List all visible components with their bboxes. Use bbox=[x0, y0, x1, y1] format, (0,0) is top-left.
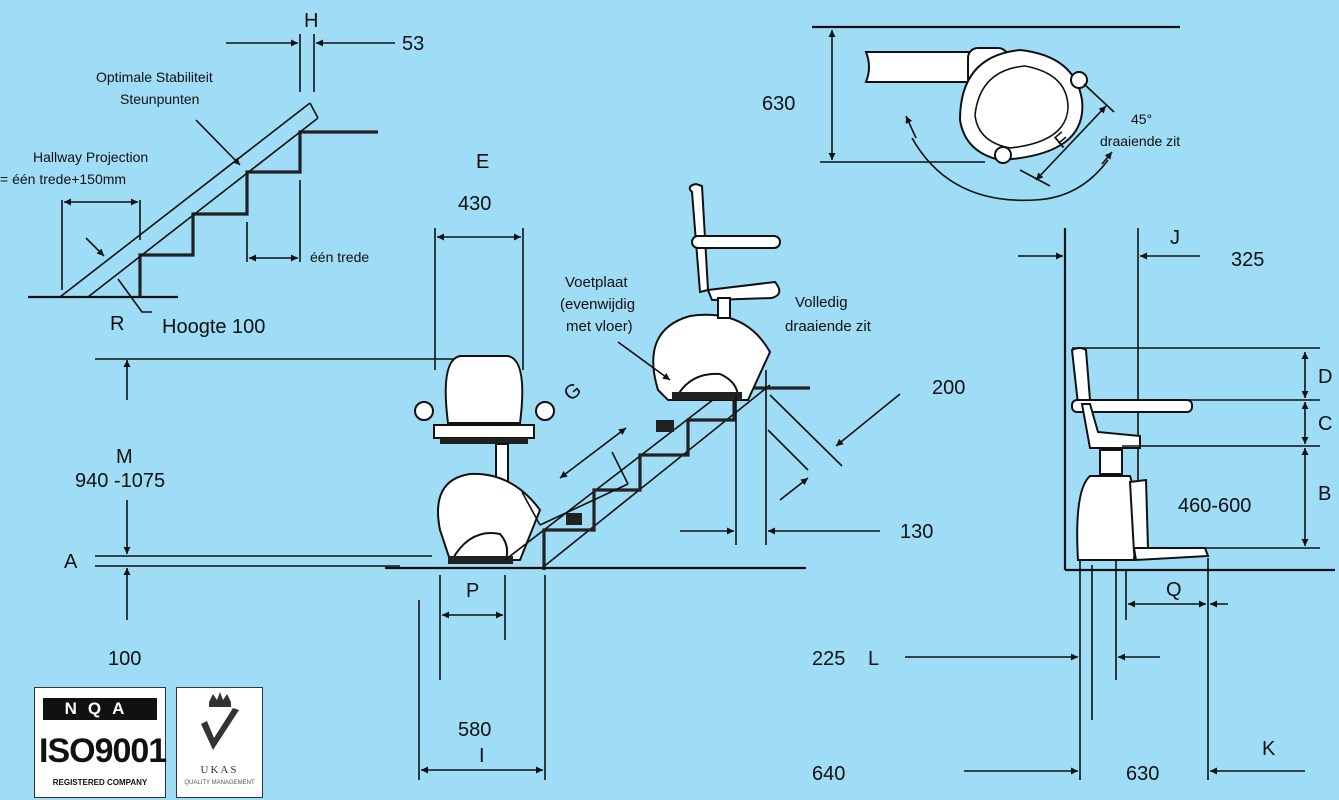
dimension-lines-center bbox=[95, 341, 901, 780]
label-full-swivel-2: draaiende zit bbox=[785, 318, 872, 335]
label-footplate-3: met vloer) bbox=[566, 318, 633, 335]
label-one-step: één trede bbox=[310, 249, 369, 265]
label-m-range: 940 -1075 bbox=[75, 470, 165, 492]
label-height-100: Hoogte 100 bbox=[162, 316, 265, 338]
label-630-bottom: 630 bbox=[1126, 763, 1159, 785]
label-a: A bbox=[64, 551, 78, 573]
label-p: P bbox=[466, 580, 479, 602]
label-45-degrees: 45° bbox=[1131, 111, 1152, 127]
registered-company-text: REGISTERED COMPANY bbox=[52, 778, 148, 787]
label-c: C bbox=[1318, 413, 1332, 435]
label-100-bottom: 100 bbox=[108, 648, 141, 670]
side-view-right bbox=[905, 228, 1335, 780]
label-m: M bbox=[116, 446, 133, 468]
label-430: 430 bbox=[458, 193, 491, 215]
ukas-subtext: QUALITY MANAGEMENT bbox=[184, 780, 255, 786]
ukas-logo: UKAS QUALITY MANAGEMENT bbox=[176, 687, 263, 798]
label-d: D bbox=[1318, 366, 1332, 388]
label-225: 225 bbox=[812, 648, 845, 670]
iso9001-logo: NQA ISO9001 REGISTERED COMPANY bbox=[34, 687, 167, 798]
label-q: Q bbox=[1166, 579, 1182, 601]
crown-check-icon bbox=[201, 692, 239, 750]
label-580: 580 bbox=[458, 719, 491, 741]
label-200: 200 bbox=[932, 377, 965, 399]
label-640: 640 bbox=[812, 763, 845, 785]
iso9001-text: ISO9001 bbox=[39, 732, 167, 770]
label-swivel-45: draaiende zit bbox=[1100, 133, 1180, 149]
label-53: 53 bbox=[402, 33, 424, 55]
chair-front-view bbox=[414, 228, 555, 564]
stair-rail-sideview bbox=[28, 34, 395, 313]
label-i: I bbox=[479, 745, 485, 767]
ukas-text: UKAS bbox=[200, 764, 239, 776]
label-footplate-1: Voetplaat bbox=[565, 274, 628, 291]
label-k: K bbox=[1262, 738, 1276, 760]
label-r: R bbox=[110, 313, 124, 335]
label-e: E bbox=[476, 151, 489, 173]
label-footplate-2: (evenwijdig bbox=[560, 296, 635, 313]
label-hallway-1: Hallway Projection bbox=[33, 149, 148, 165]
label-460-600: 460-600 bbox=[1178, 495, 1251, 517]
label-l: L bbox=[868, 648, 879, 670]
label-g: G bbox=[560, 379, 586, 406]
label-130: 130 bbox=[900, 521, 933, 543]
label-stability-1: Optimale Stabiliteit bbox=[96, 69, 213, 85]
label-630-top: 630 bbox=[762, 93, 795, 115]
label-b: B bbox=[1318, 483, 1331, 505]
label-hallway-2: = één trede+150mm bbox=[0, 171, 126, 187]
label-full-swivel-1: Volledig bbox=[795, 294, 848, 311]
nqa-mark: NQA bbox=[43, 698, 157, 720]
label-325: 325 bbox=[1231, 249, 1264, 271]
label-h: H bbox=[304, 10, 318, 32]
label-j: J bbox=[1170, 227, 1180, 249]
label-stability-2: Steunpunten bbox=[120, 91, 199, 107]
top-view bbox=[812, 25, 1180, 202]
stair-rail-diagonal bbox=[504, 182, 810, 570]
